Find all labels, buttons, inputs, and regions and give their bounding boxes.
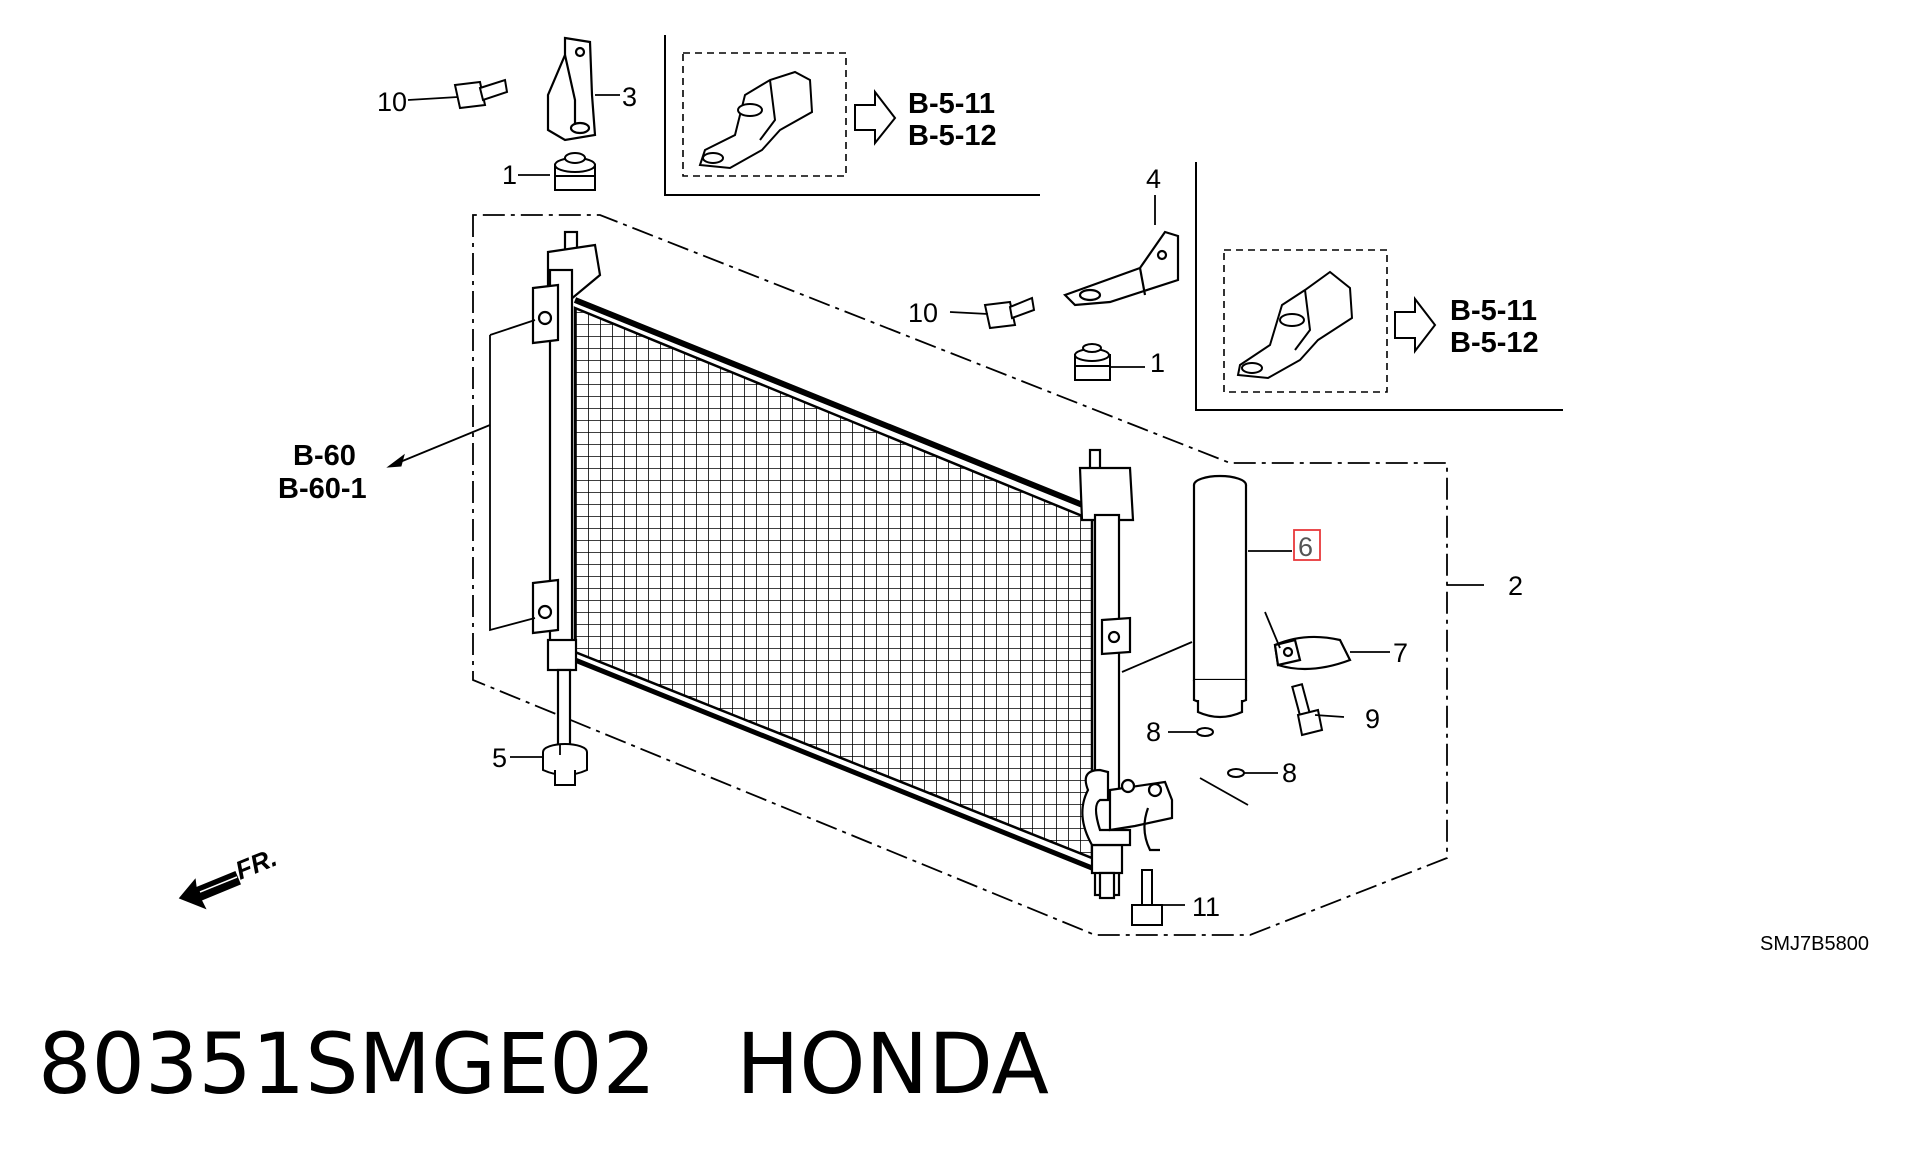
- callout-4: 4: [1146, 164, 1161, 194]
- part-caption: 80351SMGE02 HONDA: [38, 1015, 1049, 1115]
- top-ref-line2: B-5-12: [908, 120, 997, 152]
- top-ref-line1: B-5-11: [908, 88, 995, 120]
- o-ring-icon: [1196, 727, 1214, 737]
- right-ref-line1: B-5-11: [1450, 295, 1537, 327]
- pipe-flange: [1081, 768, 1174, 852]
- assembly-outline: [472, 214, 1448, 936]
- bolt-icon: [983, 296, 1036, 330]
- callout-1-top: 1: [502, 160, 517, 190]
- brand-name: HONDA: [736, 1015, 1049, 1113]
- callout-11: 11: [1192, 892, 1220, 922]
- bolt-icon: [453, 78, 509, 110]
- callout-6-highlight: [1293, 529, 1321, 561]
- left-ref-line2: B-60-1: [278, 473, 367, 505]
- callout-10-top: 10: [377, 87, 407, 117]
- right-ref-arrow-icon: [1394, 296, 1437, 354]
- side-bracket: [1062, 230, 1180, 307]
- b60-arrow-icon: [386, 453, 405, 468]
- callout-2: 2: [1508, 571, 1523, 601]
- top-bracket-inset: B-5-11 B-5-12: [664, 35, 1040, 196]
- rubber-mount-icon: [554, 152, 596, 191]
- callout-9: 9: [1365, 704, 1380, 734]
- inset-bracket-icon: [698, 70, 814, 170]
- leader-lines: [399, 94, 1484, 906]
- drier-clamp: [1273, 635, 1352, 671]
- left-header-tank: [531, 230, 602, 747]
- condenser-core: [565, 297, 1102, 871]
- o-ring-icon: [1227, 768, 1245, 778]
- left-ref-line1: B-60: [293, 440, 356, 472]
- bolt-icon: [1291, 682, 1324, 737]
- top-ref-arrow-icon: [854, 89, 897, 146]
- bolt-icon: [1131, 869, 1163, 926]
- right-ref-line2: B-5-12: [1450, 327, 1539, 359]
- right-header-tank: [1078, 448, 1135, 900]
- callout-3: 3: [622, 82, 637, 112]
- receiver-drier: [1192, 474, 1248, 719]
- inset-bracket-icon: [1236, 270, 1354, 380]
- callout-10-mid: 10: [908, 298, 938, 328]
- rubber-mount-icon: [1074, 343, 1111, 381]
- callout-8-b: 8: [1282, 758, 1297, 788]
- part-number: 80351SMGE02: [38, 1015, 657, 1113]
- upper-bracket: [546, 36, 597, 142]
- drawing-code: SMJ7B5800: [1760, 933, 1869, 955]
- callout-6: 6: [1298, 532, 1313, 562]
- callout-8-a: 8: [1146, 717, 1161, 747]
- callout-1-mid: 1: [1150, 348, 1165, 378]
- lower-mount-icon: [542, 743, 588, 786]
- callout-7: 7: [1393, 638, 1408, 668]
- callout-5: 5: [492, 743, 507, 773]
- front-direction-arrow-icon: FR.: [178, 842, 281, 910]
- right-bracket-inset: B-5-11 B-5-12: [1195, 162, 1563, 411]
